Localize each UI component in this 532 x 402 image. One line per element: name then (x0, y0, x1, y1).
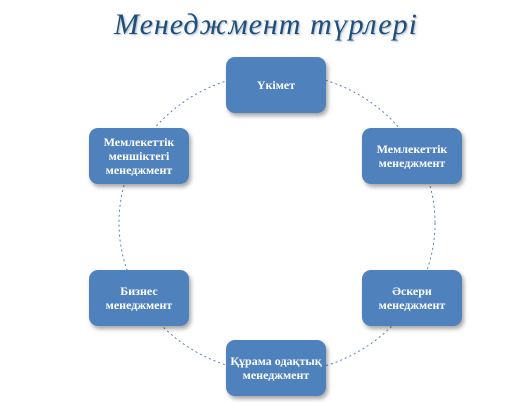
node-military-management: Әскери менеджмент (362, 270, 462, 326)
node-label: Үкімет (256, 78, 296, 92)
node-state-management: Мемлекеттік менеджмент (362, 128, 462, 184)
diagram-title: Менеджмент түрлері (114, 8, 418, 41)
node-business-management: Бизнес менеджмент (89, 270, 189, 326)
node-joint-union-management: Құрама одақтық менеджмент (226, 340, 326, 396)
node-label: Құрама одақтық менеджмент (230, 354, 322, 382)
node-government: Үкімет (226, 57, 326, 113)
node-state-property-management: Мемлекеттік меншіктегі менеджмент (89, 128, 189, 184)
node-label: Әскери менеджмент (378, 284, 446, 312)
node-label: Мемлекеттік меншіктегі менеджмент (103, 135, 175, 177)
node-label: Бизнес менеджмент (105, 284, 173, 312)
node-label: Мемлекеттік менеджмент (376, 142, 448, 170)
